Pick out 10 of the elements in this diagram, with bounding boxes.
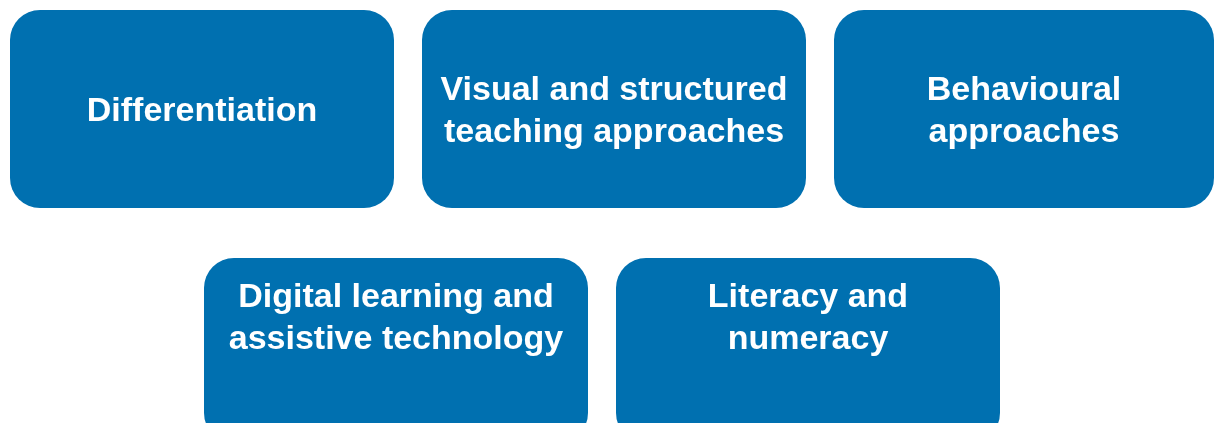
- rounded-box: [10, 10, 394, 208]
- box-label: Differentiation: [86, 89, 318, 130]
- box-label: Digital learning and assistive technology: [227, 275, 565, 358]
- rounded-box: [204, 258, 588, 423]
- box-label: Behavioural approaches: [925, 68, 1123, 151]
- box-label: Visual and structured teaching approaches: [439, 68, 789, 151]
- box-label: Literacy and numeracy: [706, 275, 910, 358]
- rounded-box: [616, 258, 1000, 423]
- rounded-box: [834, 10, 1214, 208]
- rounded-box: [422, 10, 806, 208]
